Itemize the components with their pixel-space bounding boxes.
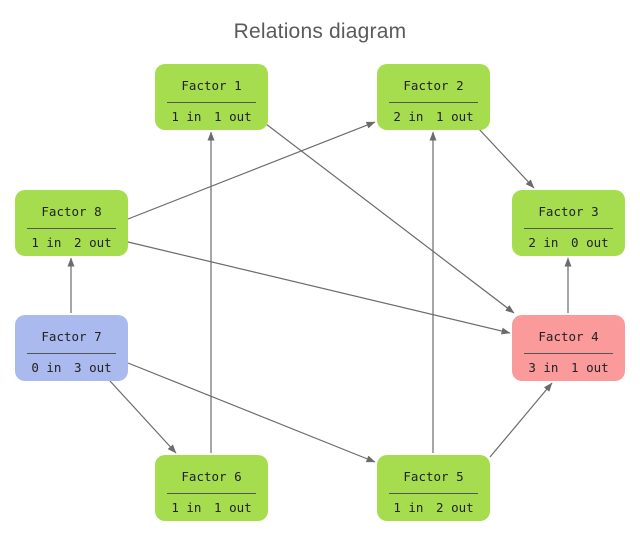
edge-factor5-to-factor4 xyxy=(489,382,553,458)
edge-factor7-to-factor5 xyxy=(127,362,376,463)
edge-factor2-to-factor3 xyxy=(477,127,535,189)
node-out-count: 1 out xyxy=(571,360,609,375)
node-stats: 2 in 1 out xyxy=(377,103,490,130)
node-stats: 1 in 2 out xyxy=(377,494,490,521)
node-divider xyxy=(389,493,478,494)
node-divider xyxy=(167,493,256,494)
node-divider xyxy=(27,228,116,229)
node-in-count: 1 in xyxy=(171,109,202,124)
node-divider xyxy=(167,102,256,103)
node-divider xyxy=(27,353,116,354)
node-factor1[interactable]: Factor 1 1 in 1 out xyxy=(155,64,268,130)
node-out-count: 2 out xyxy=(436,500,474,515)
node-out-count: 1 out xyxy=(214,109,252,124)
edges xyxy=(67,121,572,463)
node-stats: 2 in 0 out xyxy=(512,229,625,256)
node-out-count: 0 out xyxy=(571,235,609,250)
node-factor3[interactable]: Factor 3 2 in 0 out xyxy=(512,190,625,256)
node-in-count: 1 in xyxy=(393,500,424,515)
node-label: Factor 5 xyxy=(403,468,464,484)
node-label: Factor 7 xyxy=(41,328,102,344)
node-stats: 1 in 1 out xyxy=(155,103,268,130)
node-factor5[interactable]: Factor 5 1 in 2 out xyxy=(377,455,490,521)
node-in-count: 2 in xyxy=(393,109,424,124)
node-label: Factor 8 xyxy=(41,203,102,219)
node-divider xyxy=(389,102,478,103)
node-label: Factor 6 xyxy=(181,468,242,484)
edge-factor8-to-factor4 xyxy=(127,241,511,335)
node-out-count: 1 out xyxy=(436,109,474,124)
edge-factor1-to-factor4 xyxy=(265,123,515,314)
node-label: Factor 1 xyxy=(181,77,242,93)
page-title: Relations diagram xyxy=(233,20,407,43)
node-stats: 0 in 3 out xyxy=(15,354,128,381)
node-in-count: 1 in xyxy=(31,235,62,250)
edge-factor7-to-factor6 xyxy=(109,380,177,454)
node-divider xyxy=(524,353,613,354)
node-stats: 1 in 1 out xyxy=(155,494,268,521)
node-factor7[interactable]: Factor 7 0 in 3 out xyxy=(15,315,128,381)
node-in-count: 1 in xyxy=(171,500,202,515)
node-out-count: 1 out xyxy=(214,500,252,515)
node-stats: 1 in 2 out xyxy=(15,229,128,256)
node-out-count: 3 out xyxy=(74,360,112,375)
node-in-count: 3 in xyxy=(528,360,559,375)
node-stats: 3 in 1 out xyxy=(512,354,625,381)
node-label: Factor 2 xyxy=(403,77,464,93)
node-out-count: 2 out xyxy=(74,235,112,250)
node-factor8[interactable]: Factor 8 1 in 2 out xyxy=(15,190,128,256)
node-in-count: 0 in xyxy=(31,360,62,375)
node-label: Factor 4 xyxy=(538,328,599,344)
edge-factor8-to-factor2 xyxy=(127,121,376,220)
node-factor4[interactable]: Factor 4 3 in 1 out xyxy=(512,315,625,381)
node-factor2[interactable]: Factor 2 2 in 1 out xyxy=(377,64,490,130)
node-in-count: 2 in xyxy=(528,235,559,250)
node-factor6[interactable]: Factor 6 1 in 1 out xyxy=(155,455,268,521)
node-label: Factor 3 xyxy=(538,203,599,219)
node-divider xyxy=(524,228,613,229)
